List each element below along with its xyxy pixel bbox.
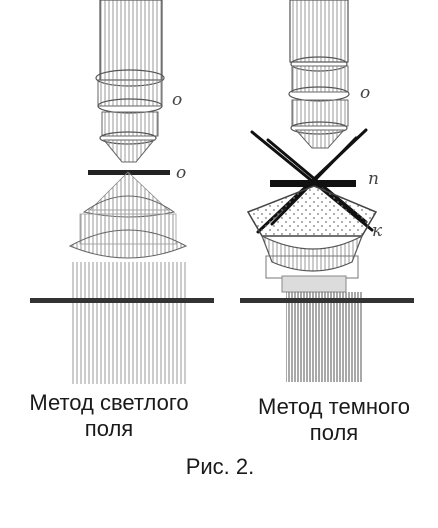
right-stage	[240, 298, 414, 303]
left-stage	[30, 298, 214, 303]
right-slide	[270, 180, 356, 187]
right-objective	[288, 56, 350, 149]
left-label-top: о	[172, 90, 182, 110]
left-condenser-lower	[68, 229, 188, 259]
right-light-stop	[281, 275, 347, 293]
left-label-mid: о	[176, 163, 186, 183]
right-caption-line2: поля	[309, 420, 359, 445]
right-caption: Метод темного поля	[230, 394, 438, 446]
right-label-top: о	[360, 83, 370, 103]
dark-field-diagram: о п к	[240, 0, 414, 382]
left-caption-line2: поля	[84, 416, 134, 441]
right-condenser-lower	[260, 234, 364, 272]
right-label-bottom: к	[372, 221, 383, 241]
left-objective	[95, 69, 165, 163]
left-light-beam	[72, 262, 186, 384]
left-caption: Метод светлого поля	[0, 390, 218, 442]
right-light-beam	[286, 292, 362, 382]
bright-field-diagram: о о	[30, 0, 214, 384]
right-label-mid: п	[368, 169, 379, 189]
figure-caption: Рис. 2.	[185, 454, 255, 479]
left-tube	[99, 0, 163, 81]
right-condenser-upper	[246, 185, 378, 237]
left-caption-line1: Метод светлого	[29, 390, 189, 415]
right-caption-line1: Метод темного	[258, 394, 410, 419]
right-tube	[289, 0, 349, 63]
